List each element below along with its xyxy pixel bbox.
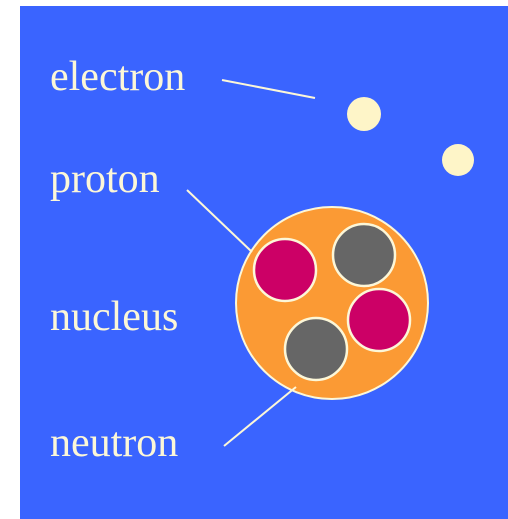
nucleus-label: nucleus <box>50 294 178 340</box>
electron-label: electron <box>50 54 185 100</box>
electron-particle <box>347 97 381 131</box>
neutron-label: neutron <box>50 420 178 466</box>
proton-particle <box>348 289 410 351</box>
proton-label: proton <box>50 156 160 202</box>
neutron-particle <box>285 318 347 380</box>
neutron-particle <box>333 224 395 286</box>
electron-particle <box>442 144 474 176</box>
proton-particle <box>254 239 316 301</box>
